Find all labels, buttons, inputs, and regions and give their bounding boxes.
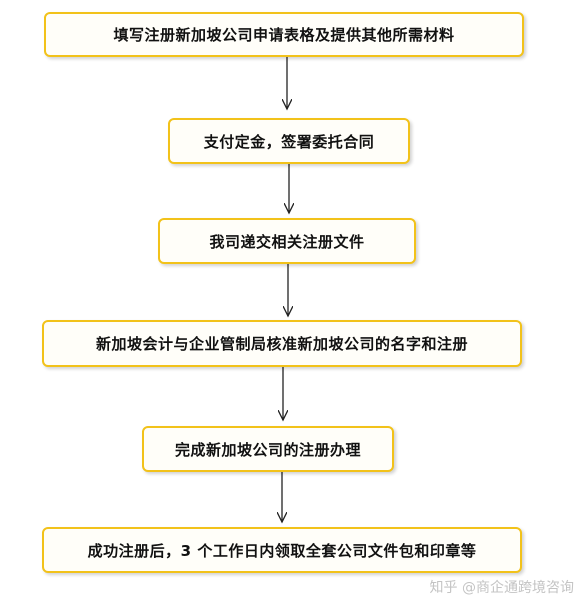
step-1-label: 填写注册新加坡公司申请表格及提供其他所需材料 — [113, 26, 455, 44]
step-3-label: 我司递交相关注册文件 — [209, 232, 365, 251]
step-6-label: 成功注册后，3 个工作日内领取全套公司文件包和印章等 — [87, 541, 477, 560]
step-3-box: 我司递交相关注册文件 — [158, 218, 416, 264]
step-6-box: 成功注册后，3 个工作日内领取全套公司文件包和印章等 — [42, 527, 522, 573]
step-1-box: 填写注册新加坡公司申请表格及提供其他所需材料 — [44, 12, 524, 57]
step-5-box: 完成新加坡公司的注册办理 — [142, 426, 394, 472]
step-2-box: 支付定金，签署委托合同 — [168, 118, 410, 164]
step-2-label: 支付定金，签署委托合同 — [203, 132, 375, 151]
step-4-box: 新加坡会计与企业管制局核准新加坡公司的名字和注册 — [42, 320, 522, 367]
step-4-label: 新加坡会计与企业管制局核准新加坡公司的名字和注册 — [95, 335, 468, 353]
step-5-label: 完成新加坡公司的注册办理 — [174, 440, 361, 459]
watermark: 知乎 @商企通跨境咨询 — [429, 580, 574, 596]
